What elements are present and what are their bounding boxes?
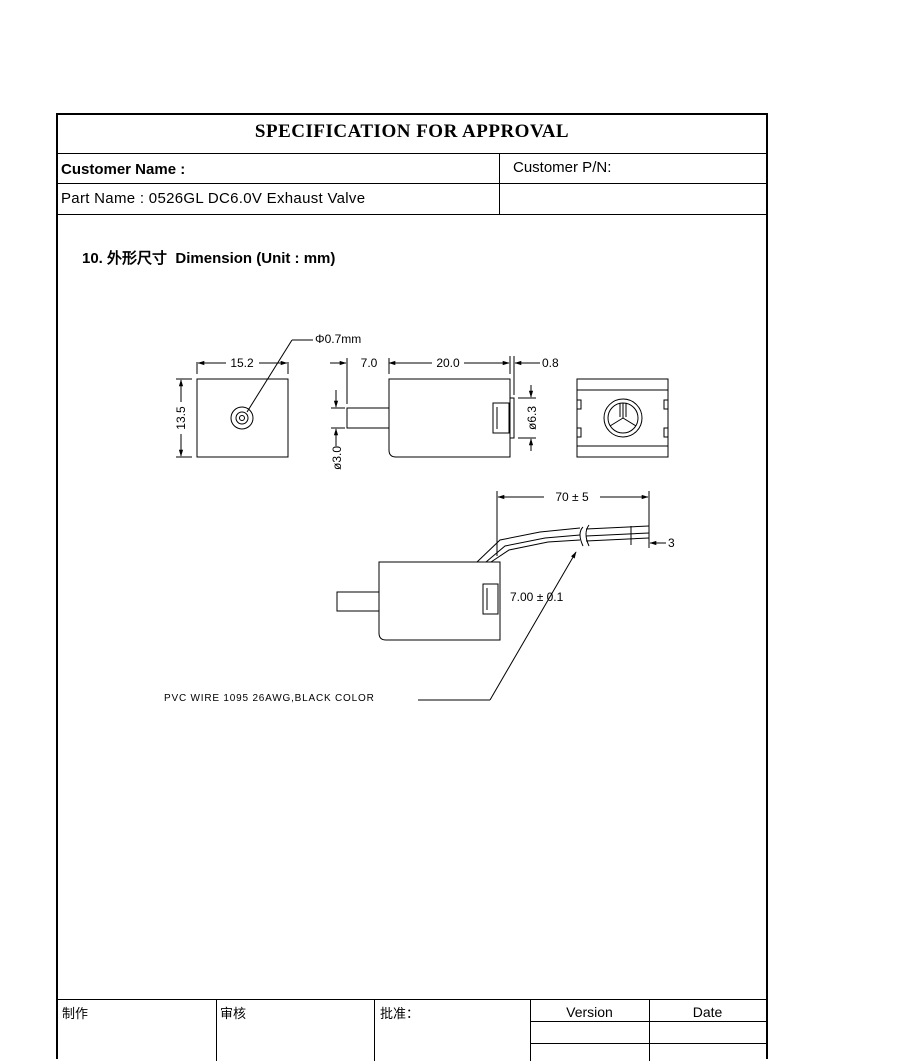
divider: [216, 999, 217, 1061]
divider: [530, 1021, 766, 1022]
part-name-label: Part Name :: [61, 190, 145, 207]
front-view: [176, 339, 313, 458]
date-label: Date: [692, 1004, 723, 1020]
divider: [530, 999, 531, 1061]
part-name-field: Part Name : 0526GL DC6.0V Exhaust Valve: [61, 190, 365, 207]
version-label: Version: [566, 1004, 613, 1020]
dim-wire-strip: 3: [668, 536, 675, 550]
divider: [530, 1043, 766, 1044]
divider: [649, 999, 650, 1061]
spec-sheet: SPECIFICATION FOR APPROVAL Customer Name…: [56, 113, 768, 1061]
made-by-label: 制作: [62, 1006, 89, 1021]
section-heading: 10. 外形尺寸 Dimension (Unit : mm): [82, 247, 335, 268]
dim-wire-length: 70 ± 5: [555, 490, 589, 504]
checked-by-label: 审核: [220, 1006, 247, 1021]
divider: [58, 183, 766, 184]
dim-front-height: 13.5: [174, 406, 188, 430]
section-number: 10.: [82, 250, 103, 267]
dim-wire-spacing: 7.00 ± 0.1: [510, 590, 564, 604]
dim-shaft-dia: ø3.0: [330, 446, 344, 470]
section-title-en: Dimension (Unit : mm): [175, 250, 336, 267]
dim-flange: 0.8: [542, 356, 559, 370]
approved-by-label: 批准：: [380, 1006, 420, 1021]
customer-pn-label: Customer P/N:: [513, 159, 612, 176]
dim-port-hole: Φ0.7mm: [315, 332, 361, 346]
divider: [374, 999, 375, 1061]
divider: [58, 153, 766, 154]
document-title: SPECIFICATION FOR APPROVAL: [254, 121, 570, 142]
part-name-value: 0526GL DC6.0V Exhaust Valve: [148, 190, 366, 207]
dim-shaft-length: 7.0: [361, 356, 378, 370]
rear-view: [576, 378, 669, 458]
customer-name-label: Customer Name :: [61, 161, 186, 178]
dim-body-length: 20.0: [436, 356, 460, 370]
dim-front-width: 15.2: [230, 356, 254, 370]
dim-flange-dia: ø6.3: [525, 406, 539, 430]
section-title-cn: 外形尺寸: [107, 250, 168, 267]
wire-assembly-view: [336, 491, 666, 701]
wire-spec-note: PVC WIRE 1095 26AWG,BLACK COLOR: [164, 693, 375, 704]
divider: [499, 153, 500, 214]
divider: [58, 214, 766, 215]
divider: [58, 999, 766, 1000]
side-view: [330, 356, 540, 458]
